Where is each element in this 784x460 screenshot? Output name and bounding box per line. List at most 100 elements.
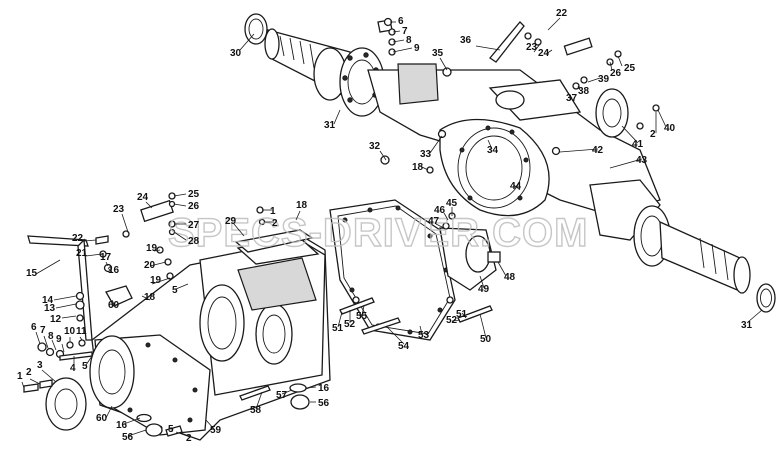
callout-10: 10: [64, 326, 76, 337]
leader-line: [587, 77, 601, 83]
callout-20: 20: [144, 260, 156, 271]
callout-34: 34: [487, 145, 499, 156]
leader-line: [305, 386, 317, 389]
leader-line: [533, 43, 541, 53]
callout-45: 45: [446, 198, 458, 209]
callout-16-right: 16: [318, 383, 330, 394]
leader-line: [55, 303, 77, 309]
leader-line: [173, 193, 187, 197]
leader-line: [487, 139, 493, 150]
callout-42: 42: [592, 145, 604, 156]
gear-housing: [27, 199, 331, 441]
callout-43: 43: [636, 155, 648, 166]
callout-7-left: 7: [40, 325, 46, 336]
leader-line: [419, 325, 423, 335]
leader-line: [233, 223, 245, 237]
callout-8-left: 8: [48, 331, 54, 342]
leader-line: [295, 210, 301, 221]
callout-24-left: 24: [137, 192, 149, 203]
leader-line: [577, 85, 581, 91]
callout-5: 5: [172, 285, 178, 296]
leader-line: [435, 223, 445, 229]
leader-line: [479, 275, 485, 289]
callout-50: 50: [480, 334, 492, 345]
callout-1-left: 1: [17, 371, 23, 382]
callout-3: 3: [37, 360, 43, 371]
axle-housing: [264, 19, 751, 294]
leader-line: [497, 261, 507, 277]
callout-19-b: 19: [150, 275, 162, 286]
callout-52: 52: [446, 315, 458, 326]
leader-line: [153, 249, 161, 252]
callout-38: 38: [578, 86, 590, 97]
leader-line: [379, 150, 387, 161]
callout-35: 35: [432, 48, 444, 59]
leader-line: [657, 109, 667, 128]
leader-line: [173, 203, 187, 207]
callout-21: 21: [76, 248, 88, 259]
callout-11: 11: [76, 326, 87, 337]
leader-line: [475, 45, 501, 51]
callout-4: 4: [70, 363, 76, 374]
callout-29: 29: [225, 216, 237, 227]
callout-31-right: 31: [741, 320, 753, 331]
leader-line: [337, 311, 343, 328]
leader-line: [85, 355, 93, 366]
leader-lines: [21, 17, 763, 438]
callout-58: 58: [250, 405, 262, 416]
leader-line: [111, 299, 115, 305]
fasteners: [23, 17, 660, 437]
callout-7: 7: [402, 26, 408, 37]
callout-5-left: 5: [82, 361, 88, 372]
callout-13: 13: [44, 303, 56, 314]
callout-36: 36: [460, 35, 472, 46]
callout-2: 2: [650, 129, 656, 140]
leader-line: [479, 313, 487, 339]
callout-55: 55: [356, 311, 368, 322]
leader-line: [107, 267, 113, 273]
callout-6-left: 6: [31, 322, 37, 333]
callout-56-right: 56: [318, 398, 330, 409]
leader-line: [392, 39, 405, 43]
callout-18: 18: [412, 162, 424, 173]
leader-line: [105, 405, 113, 419]
leader-line: [43, 335, 49, 349]
callout-14: 14: [42, 295, 54, 306]
leader-line: [205, 419, 215, 430]
callout-49: 49: [478, 284, 490, 295]
leader-line: [175, 283, 189, 290]
callout-31: 31: [324, 120, 336, 131]
differential-carrier: [329, 199, 501, 341]
leader-line: [145, 201, 153, 209]
callout-23-left: 23: [113, 204, 125, 215]
callout-40: 40: [664, 123, 676, 134]
leader-line: [439, 57, 448, 71]
leader-line: [621, 125, 639, 144]
callout-16: 16: [108, 265, 120, 276]
callout-51: 51: [456, 309, 468, 320]
callout-8: 8: [406, 35, 412, 46]
callout-26: 26: [610, 68, 622, 79]
leader-line: [333, 109, 341, 125]
callout-30: 30: [230, 48, 242, 59]
leader-line: [53, 295, 77, 301]
callout-2-bottom: 2: [186, 433, 192, 444]
callout-23: 23: [526, 42, 538, 53]
leader-line: [141, 295, 151, 301]
leader-line: [123, 417, 141, 425]
callout-44: 44: [510, 181, 522, 192]
callout-28: 28: [188, 236, 200, 247]
leader-line: [41, 369, 57, 383]
watermark-text: SPECS-DRIVER.COM: [168, 211, 589, 255]
callout-24: 24: [538, 48, 550, 59]
callout-26-left: 26: [188, 201, 200, 212]
leader-line: [61, 343, 65, 353]
callout-18-mid: 18: [296, 200, 308, 211]
callout-18-left: 18: [144, 292, 156, 303]
leader-line: [121, 213, 129, 233]
callout-12: 12: [50, 314, 62, 325]
callout-2-left: 2: [26, 367, 32, 378]
leader-line: [85, 253, 103, 257]
callout-52-b: 52: [344, 319, 356, 330]
leader-line: [29, 378, 41, 385]
